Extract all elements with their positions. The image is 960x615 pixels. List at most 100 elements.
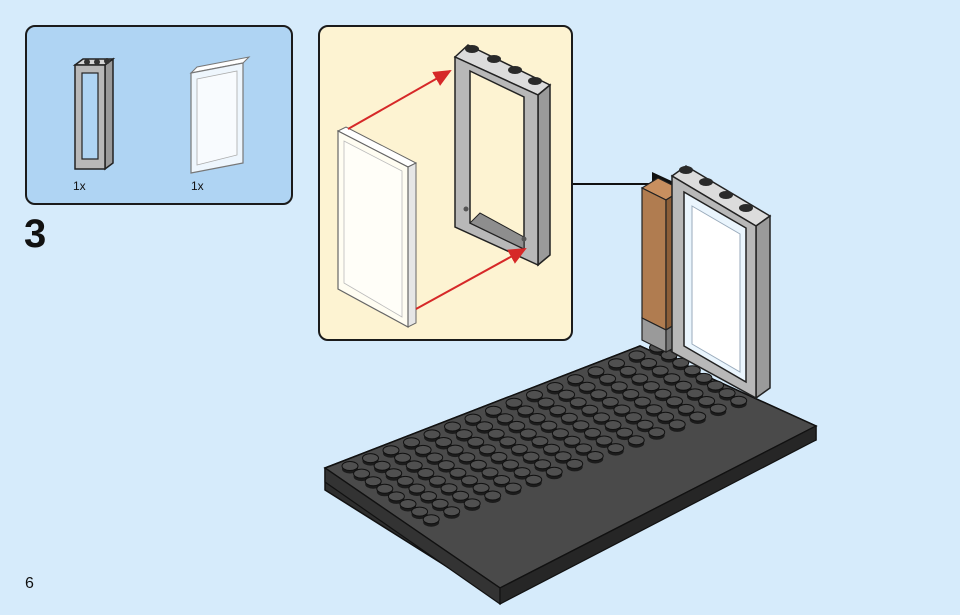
stud-side <box>400 502 416 512</box>
stud-side <box>584 431 601 441</box>
glass-panel-quantity: 1x <box>191 179 204 193</box>
stud-top <box>560 412 578 423</box>
stud-side <box>547 385 563 395</box>
stud-side <box>698 399 715 409</box>
stud-side <box>602 400 619 410</box>
stud-top <box>531 436 549 447</box>
stud-top <box>534 459 552 470</box>
stud-top <box>452 490 470 501</box>
stud-side <box>629 353 645 363</box>
stud-side <box>420 494 437 504</box>
stud-side <box>540 424 557 434</box>
stud-side <box>625 415 642 425</box>
stud-top <box>654 388 672 399</box>
stud-top <box>575 443 593 454</box>
stud-side <box>570 400 587 410</box>
stud-side <box>631 377 648 386</box>
stud-top <box>674 380 692 391</box>
stud-top <box>528 413 546 423</box>
stud-side <box>575 446 592 456</box>
stud-top <box>672 357 690 368</box>
stud-top <box>420 491 437 502</box>
stud-side <box>465 417 481 427</box>
stud-side <box>590 392 607 402</box>
stud-side <box>362 456 379 466</box>
stud-side <box>511 447 528 457</box>
stud-top <box>601 396 619 407</box>
stud-top <box>607 443 625 454</box>
stud-top <box>504 482 522 493</box>
stud-side <box>579 385 596 395</box>
stud-side <box>514 470 531 480</box>
stud-top <box>449 467 467 478</box>
stud-side <box>365 479 382 489</box>
stud-top <box>581 404 599 415</box>
stud-side <box>599 377 616 387</box>
stud-top <box>628 350 646 361</box>
stud-side <box>687 391 703 401</box>
stud-top <box>444 421 461 432</box>
stud-side <box>526 393 543 403</box>
stud-top <box>437 460 455 471</box>
stud-top <box>569 397 587 408</box>
stud-side <box>443 509 460 519</box>
stud-side <box>654 392 671 402</box>
stud-top <box>485 405 502 416</box>
stud-side <box>429 479 446 489</box>
stud-top <box>362 453 379 464</box>
stud-top <box>584 427 601 438</box>
stud-side <box>479 447 496 457</box>
stud-side <box>385 471 402 481</box>
stud-side <box>675 384 692 394</box>
stud-side <box>707 384 724 393</box>
stud-side <box>452 494 469 504</box>
stud-side <box>415 448 432 458</box>
stud-side <box>552 431 569 441</box>
stud-side <box>441 486 457 496</box>
stud-side <box>634 400 651 410</box>
door-frame-part <box>72 57 116 171</box>
stud-top <box>443 506 461 517</box>
stud-top <box>455 429 473 440</box>
stud-side <box>546 470 563 480</box>
stud-top <box>633 396 651 407</box>
stud-side <box>423 517 440 527</box>
stud-top <box>478 444 496 455</box>
stud-side <box>730 399 747 409</box>
stud-top <box>382 445 400 456</box>
stud-side <box>689 415 706 424</box>
stud-top <box>663 373 681 384</box>
stud-top <box>683 365 701 376</box>
stud-top <box>469 459 487 470</box>
stud-side <box>666 399 683 409</box>
stud-side <box>447 448 464 458</box>
stud-top <box>595 435 613 446</box>
stud-side <box>661 353 678 363</box>
stud-top <box>353 468 371 479</box>
stud-top <box>625 412 642 423</box>
stud-top <box>649 342 666 353</box>
stud-top <box>551 428 569 439</box>
stud-side <box>449 471 466 481</box>
stud-side <box>587 454 604 464</box>
stud-top <box>364 476 382 487</box>
stud-side <box>643 384 660 394</box>
stud-top <box>461 475 478 486</box>
stud-top <box>730 395 748 406</box>
stud-top <box>487 428 505 439</box>
stud-top <box>651 365 669 376</box>
stud-side <box>581 408 598 418</box>
stud-top <box>540 420 558 431</box>
brown-brick-column <box>640 177 684 353</box>
stud-side <box>435 440 452 450</box>
stud-top <box>572 420 590 431</box>
stud-side <box>672 361 689 371</box>
callout-glass-panel <box>336 126 418 329</box>
stud-side <box>464 501 481 511</box>
stud-top <box>411 506 429 517</box>
stud-top <box>493 475 511 485</box>
stud-top <box>396 475 414 486</box>
stud-top <box>613 404 631 415</box>
stud-top <box>394 452 412 463</box>
stud-side <box>588 369 604 379</box>
